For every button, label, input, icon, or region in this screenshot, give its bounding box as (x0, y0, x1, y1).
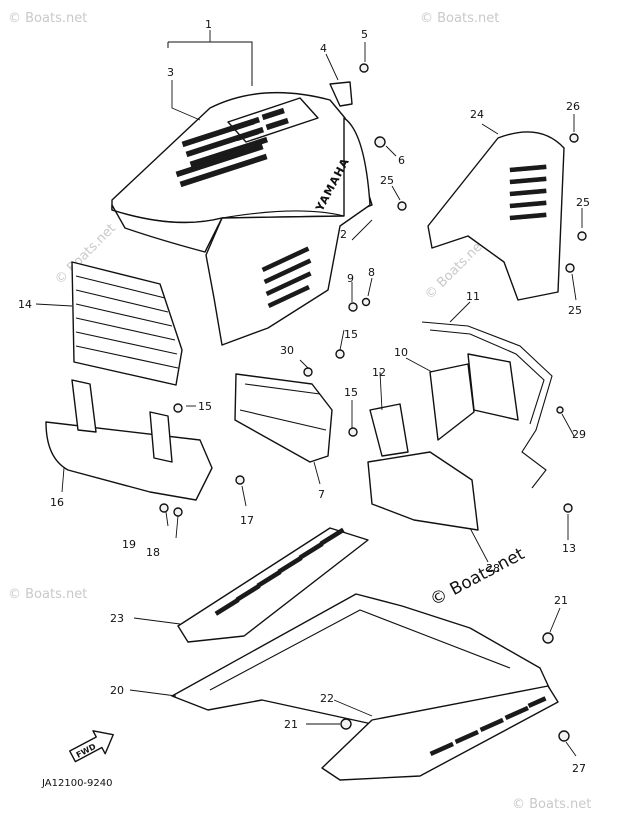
frame-11-outline (421, 321, 553, 489)
forward-arrow: FWD (69, 730, 114, 763)
bolt-17 (235, 475, 245, 485)
clip-30 (303, 367, 313, 377)
hood-side-vents (261, 246, 312, 309)
callout-7: 7 (318, 488, 325, 501)
bumper-bracket-left (71, 379, 97, 433)
bolt-8 (361, 297, 371, 307)
front-bumper (45, 379, 213, 501)
leader-lines (35, 30, 583, 757)
callout-4: 4 (320, 42, 327, 55)
callout-23: 23 (110, 612, 124, 625)
watermark-bottom-left: © Boats.net (8, 587, 87, 602)
callout-25-c: 25 (568, 304, 582, 317)
bolt-5 (359, 63, 369, 73)
callout-2: 2 (340, 228, 347, 241)
nut-27 (558, 730, 570, 742)
hood-crease (221, 210, 345, 219)
callout-3: 3 (167, 66, 174, 79)
callout-15-c: 15 (344, 386, 358, 399)
callout-8: 8 (368, 266, 375, 279)
step-pad-22 (321, 685, 559, 781)
step-pad-22-treads (429, 696, 547, 757)
side-panel-vents (509, 164, 547, 221)
bolt-21-a (542, 632, 554, 644)
callout-26: 26 (566, 100, 580, 113)
step-mat-23 (177, 527, 369, 643)
nut-15-c (348, 427, 358, 437)
callout-9: 9 (347, 272, 354, 285)
grille-frame (71, 261, 183, 386)
frame-11-plate (467, 353, 519, 421)
nut-15-a (335, 349, 345, 359)
bracket-7 (234, 373, 333, 463)
step-mat-23-body (177, 527, 369, 643)
panel-10 (429, 363, 475, 441)
washer-19 (159, 503, 169, 513)
bracket-7-body (234, 373, 333, 463)
callout-30: 30 (280, 344, 294, 357)
watermark-center: © Boats.net (427, 544, 528, 611)
watermark-top-right: © Boats.net (420, 11, 499, 26)
callout-27: 27 (572, 762, 586, 775)
callout-17: 17 (240, 514, 254, 527)
callout-15-a: 15 (344, 328, 358, 341)
callout-21-a: 21 (554, 594, 568, 607)
side-panel-24 (427, 131, 565, 301)
callout-16: 16 (50, 496, 64, 509)
bolt-26 (569, 133, 579, 143)
bracket-4 (329, 81, 353, 107)
bolt-25-a (397, 201, 407, 211)
diagram-code: JA12100-9240 (41, 778, 112, 789)
callout-6: 6 (398, 154, 405, 167)
hardware (159, 63, 587, 742)
forward-arrow-shape (69, 730, 114, 763)
callout-14: 14 (18, 298, 32, 311)
callout-21-b: 21 (284, 718, 298, 731)
bolt-13 (563, 503, 573, 513)
callout-19: 19 (122, 538, 136, 551)
hood-top (111, 91, 373, 224)
callout-28: 28 (486, 562, 500, 575)
callout-29: 29 (572, 428, 586, 441)
panel-28 (367, 451, 479, 531)
callout-25-b: 25 (576, 196, 590, 209)
callout-22: 22 (320, 692, 334, 705)
callout-12: 12 (372, 366, 386, 379)
lower-panels (367, 363, 479, 531)
bolt-25-c (565, 263, 575, 273)
watermark-top-left: © Boats.net (8, 11, 87, 26)
nut-9 (348, 302, 358, 312)
callouts: 1 3 4 5 6 2 9 8 15 30 15 15 7 17 19 18 1… (18, 18, 590, 775)
watermark-bottom-right: © Boats.net (512, 797, 591, 812)
callout-20: 20 (110, 684, 124, 697)
callout-1: 1 (205, 18, 212, 31)
bumper-bracket-right (149, 411, 173, 463)
callout-13: 13 (562, 542, 576, 555)
callout-15-b: 15 (198, 400, 212, 413)
bolt-18 (173, 507, 183, 517)
screw-29 (556, 406, 564, 414)
hood-assembly: YAMAHA (111, 91, 373, 346)
nut-15-b (173, 403, 183, 413)
callout-5: 5 (361, 28, 368, 41)
callout-25-a: 25 (380, 174, 394, 187)
bolt-21-b (340, 718, 352, 730)
nut-6 (374, 136, 386, 148)
bolt-25-b (577, 231, 587, 241)
hood-vent-slots (175, 107, 289, 188)
side-panel-24-body (427, 131, 565, 301)
step-pad-22-body (321, 685, 559, 781)
callout-11: 11 (466, 290, 480, 303)
grille (71, 261, 183, 386)
callout-24: 24 (470, 108, 484, 121)
hood-right-side (205, 117, 371, 346)
grille-bars (75, 275, 179, 369)
gasket-12 (369, 403, 409, 457)
bumper-body (45, 421, 213, 501)
callout-18: 18 (146, 546, 160, 559)
step-mat-23-treads (214, 527, 345, 616)
callout-10: 10 (394, 346, 408, 359)
